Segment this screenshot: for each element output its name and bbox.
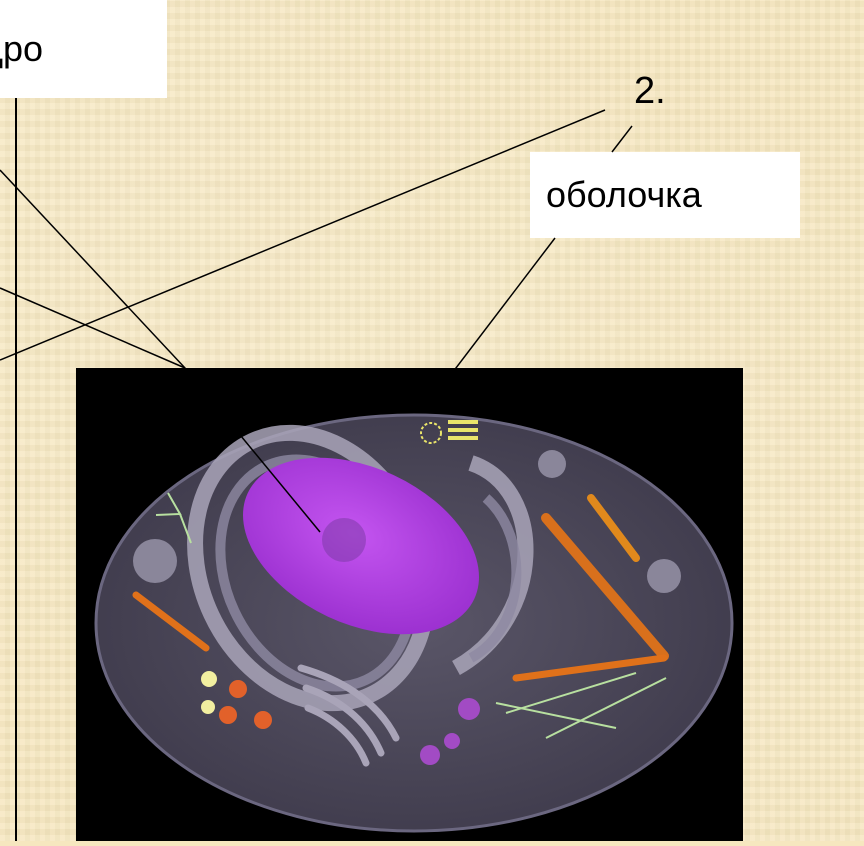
pointer-line: [0, 170, 185, 368]
pointer-line: [185, 368, 320, 532]
pointer-line: [0, 110, 605, 360]
pointer-line: [443, 238, 555, 385]
pointer-line: [612, 126, 632, 152]
pointer-line: [0, 288, 185, 368]
